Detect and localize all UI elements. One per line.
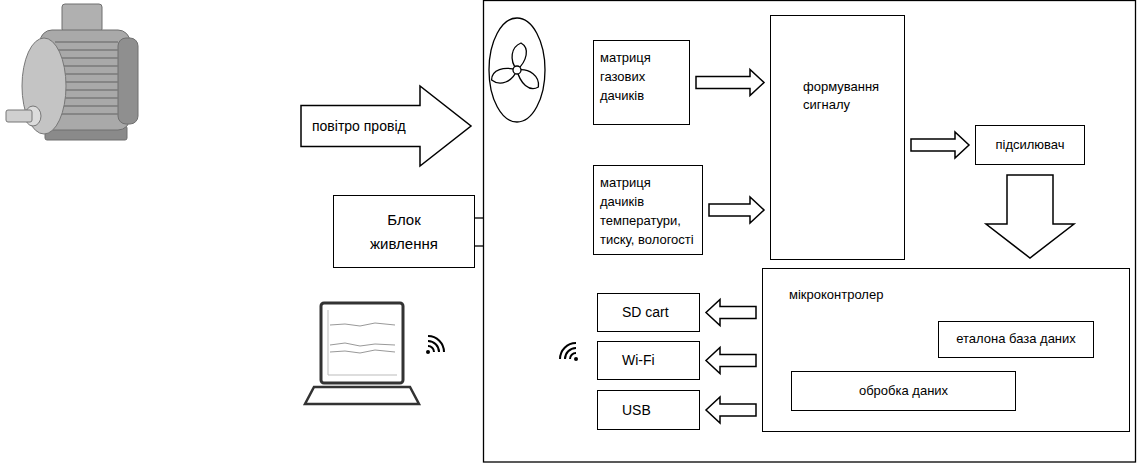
fan-cowl — [118, 38, 138, 124]
laptop-icon — [305, 303, 419, 404]
sensor-box: матриця газових дачиків — [593, 40, 690, 125]
node-text: повітро провід — [312, 118, 406, 135]
node-text: обробка даних — [859, 383, 948, 400]
block-arrow — [709, 197, 764, 223]
chart-line — [330, 343, 395, 346]
block-arrow — [696, 70, 764, 96]
laptop-base — [305, 387, 419, 404]
node-text: еталона база даних — [956, 331, 1076, 348]
motor-shaft — [6, 110, 32, 122]
node-text: USB — [622, 401, 651, 419]
arrow-shape — [301, 86, 471, 166]
block-arrow — [706, 348, 756, 374]
block-arrow — [706, 397, 756, 423]
power-box: Блок живлення — [333, 195, 475, 268]
fan-housing — [489, 18, 545, 122]
wifi-symbol — [560, 343, 578, 361]
laptop-screen — [321, 303, 403, 383]
node-text: SD cart — [622, 303, 669, 321]
fan-hub — [513, 66, 521, 74]
chart-line — [330, 323, 395, 326]
airflow-arrow: повітро провід — [300, 85, 472, 167]
block-arrow — [986, 175, 1074, 258]
chart-axis — [328, 375, 397, 376]
motor-illustration — [6, 4, 138, 140]
fan-symbol — [489, 18, 545, 122]
block-arrow — [706, 300, 756, 326]
node-text: формування сигналу — [803, 78, 896, 114]
node-text: матриця дачиків температури, тиску, воло… — [600, 174, 697, 249]
interface-box: USB — [597, 390, 700, 430]
controller-box: мікроконтролер еталона база даних обробка … — [762, 268, 1130, 432]
database-box: еталона база даних — [938, 321, 1094, 358]
terminal-box — [62, 4, 102, 32]
interface-box: Wi-Fi — [597, 341, 700, 380]
node-text: матриця газових дачиків — [600, 49, 684, 106]
node-text: мікроконтролер — [789, 287, 1123, 304]
fan-blade — [512, 66, 543, 92]
device-housing — [484, 1, 1136, 463]
node-text: Блок живлення — [357, 208, 452, 256]
wifi-symbol — [426, 336, 444, 354]
power-wire — [475, 245, 484, 246]
block-arrow — [911, 132, 969, 158]
process-box: формування сигналу — [770, 15, 905, 260]
fan-blade — [489, 62, 520, 88]
node-text: Wi-Fi — [622, 351, 655, 369]
chart-line — [330, 350, 395, 353]
process-box: підсилювач — [975, 125, 1085, 165]
process-box: обробка даних — [791, 371, 1016, 411]
node-text: підсилювач — [995, 137, 1064, 154]
power-wire — [475, 217, 484, 218]
interface-box: SD cart — [597, 293, 700, 332]
chart-axis — [328, 310, 329, 375]
sensor-box: матриця дачиків температури, тиску, воло… — [593, 165, 703, 255]
